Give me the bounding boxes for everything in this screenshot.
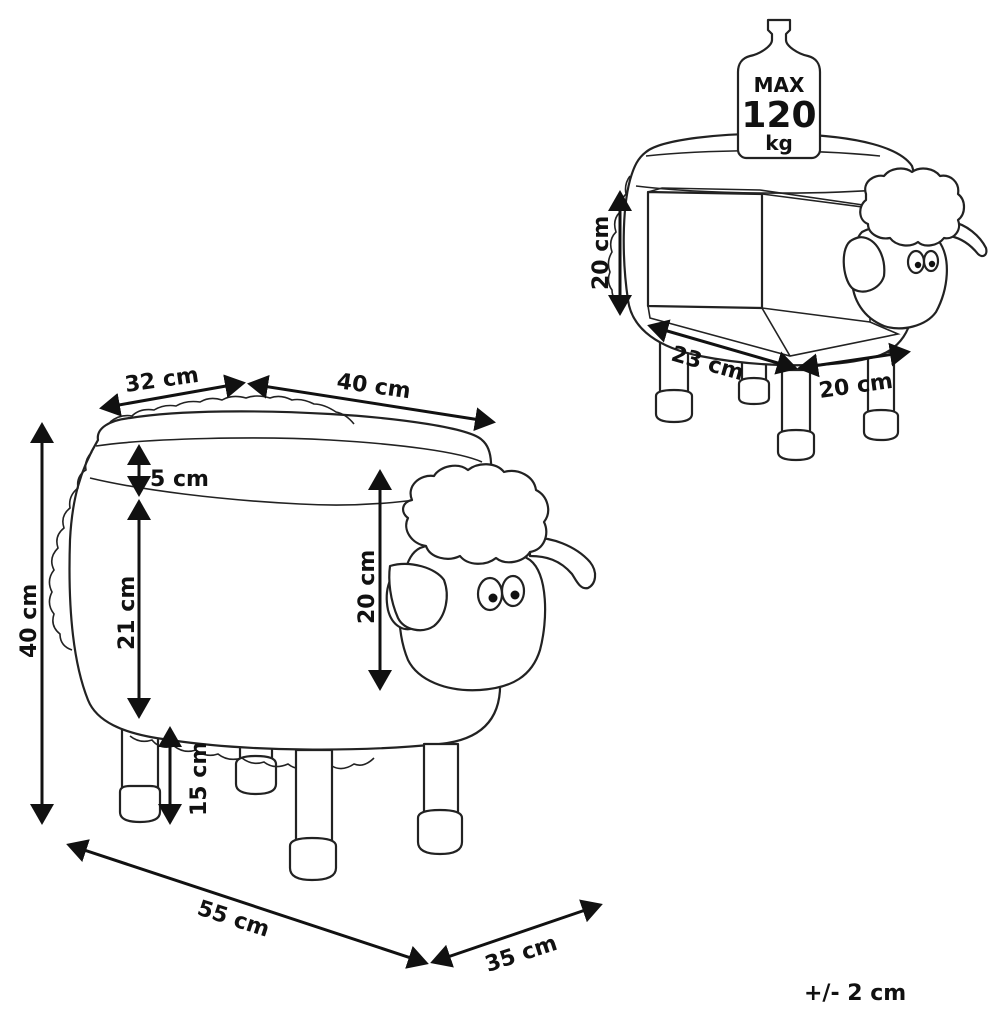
label-seat-cushion: 5 cm [150, 467, 209, 492]
label-body-height: 21 cm [115, 576, 140, 650]
top-length-arrow [247, 374, 496, 432]
max-weight-badge: MAX 120 kg [736, 18, 822, 160]
label-head-height: 20 cm [355, 550, 380, 624]
storage-sheep-eyes [906, 249, 940, 275]
label-storage-height: 20 cm [589, 216, 614, 290]
label-total-height: 40 cm [17, 584, 42, 658]
sheep-head-wool [402, 463, 550, 565]
weight-value: 120 [741, 95, 816, 136]
label-base-depth: 35 cm [482, 931, 560, 978]
storage-sheep [607, 132, 988, 462]
storage-dimension-lines [608, 190, 911, 378]
base-length-arrow [66, 839, 429, 969]
tolerance-note: +/- 2 cm [804, 981, 906, 1006]
base-depth-arrow [430, 899, 603, 968]
storage-length-arrow [647, 319, 798, 375]
sheep-eyes [476, 574, 526, 612]
sheep-ear [528, 536, 597, 590]
label-leg-height: 15 cm [187, 742, 212, 816]
weight-unit: kg [765, 131, 793, 155]
weight-max-label: MAX [754, 73, 805, 97]
front-leg-left [288, 748, 338, 882]
top-depth-arrow [99, 374, 246, 417]
storage-sheep-head-wool [859, 167, 966, 247]
storage-depth-arrow [797, 342, 911, 378]
label-base-length: 55 cm [194, 896, 272, 943]
main-dimension-lines [30, 374, 603, 969]
front-leg-right [416, 742, 464, 856]
